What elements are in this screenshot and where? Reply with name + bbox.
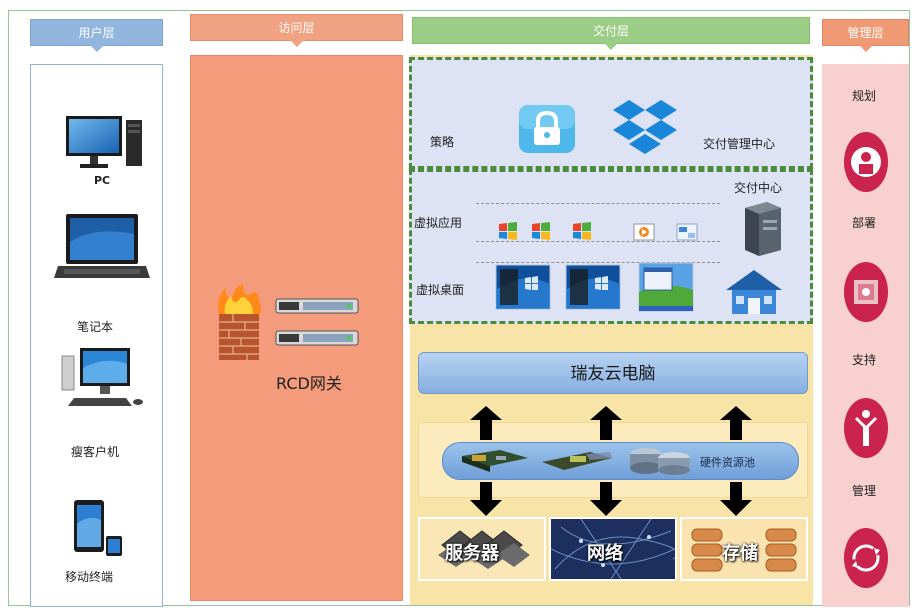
mobile-device-icon	[74, 500, 122, 556]
planning-icon	[844, 132, 888, 192]
delivery-layer-tag: 交付层	[412, 17, 810, 50]
manage-item-planning: 规划	[852, 89, 877, 103]
divider-line	[476, 262, 720, 263]
virtual-desktop-icon	[495, 264, 551, 310]
hardware-board-icon	[462, 450, 528, 472]
firewall-icon	[217, 284, 261, 360]
delivery-center-label: 交付中心	[734, 181, 783, 195]
storage-resource-box: 存储	[680, 517, 808, 581]
virtual-desktop-label: 虚拟桌面	[416, 283, 465, 297]
deploy-icon	[844, 262, 888, 322]
virtual-desktop-icon	[638, 262, 694, 312]
management-layer-tag: 管理层	[822, 19, 909, 52]
gateway-server-icon	[275, 330, 359, 346]
thin-client-icon	[61, 348, 143, 406]
lock-icon	[519, 105, 575, 153]
connection-arrows	[470, 406, 752, 516]
delivery-management-box	[409, 57, 813, 169]
divider-line	[476, 203, 720, 204]
server-resource-box: 服务器	[418, 517, 546, 581]
virtual-app-label: 虚拟应用	[414, 216, 463, 230]
media-app-icon	[633, 223, 655, 241]
home-desktop-icon	[726, 270, 782, 314]
network-label: 网络	[587, 543, 623, 564]
cloud-pc-bar: 瑞友云电脑	[418, 352, 808, 394]
access-layer-tag: 访问层	[190, 14, 403, 47]
virtual-desktop-icon	[565, 264, 621, 310]
resource-pool-label: 硬件资源池	[700, 456, 755, 469]
windows-app-icon	[573, 222, 591, 240]
rcd-gateway-label: RCD网关	[276, 374, 342, 393]
storage-drums-icon	[691, 528, 797, 572]
thin-client-label: 瘦客户机	[71, 445, 120, 459]
server-label: 服务器	[445, 543, 499, 564]
mobile-label: 移动终端	[65, 570, 114, 584]
network-resource-box: 网络	[549, 517, 677, 581]
pc-icon	[66, 116, 142, 168]
support-icon	[844, 398, 888, 458]
policy-label: 策略	[430, 135, 455, 149]
manage-item-support: 支持	[852, 353, 877, 367]
pc-label: PC	[94, 174, 111, 187]
laptop-label: 笔记本	[77, 320, 114, 334]
manage-item-deploy: 部署	[852, 216, 877, 230]
windows-app-icon	[499, 222, 517, 240]
storage-disk-icon	[630, 448, 690, 475]
user-layer-tag: 用户层	[30, 19, 163, 52]
laptop-icon	[54, 214, 150, 278]
app-window-icon	[676, 223, 698, 241]
manage-item-manage: 管理	[852, 484, 877, 498]
delivery-server-icon	[745, 202, 781, 256]
dropbox-icon	[613, 100, 677, 154]
hardware-card-icon	[542, 452, 612, 470]
storage-label: 存储	[722, 543, 758, 564]
divider-line	[476, 241, 720, 242]
manage-cycle-icon	[844, 528, 888, 588]
server-cluster-icon	[438, 530, 530, 569]
network-mesh-icon	[551, 519, 675, 579]
diagram-frame	[8, 10, 910, 606]
delivery-mgmt-center-label: 交付管理中心	[703, 137, 776, 151]
windows-app-icon	[532, 222, 550, 240]
gateway-server-icon	[275, 298, 359, 314]
